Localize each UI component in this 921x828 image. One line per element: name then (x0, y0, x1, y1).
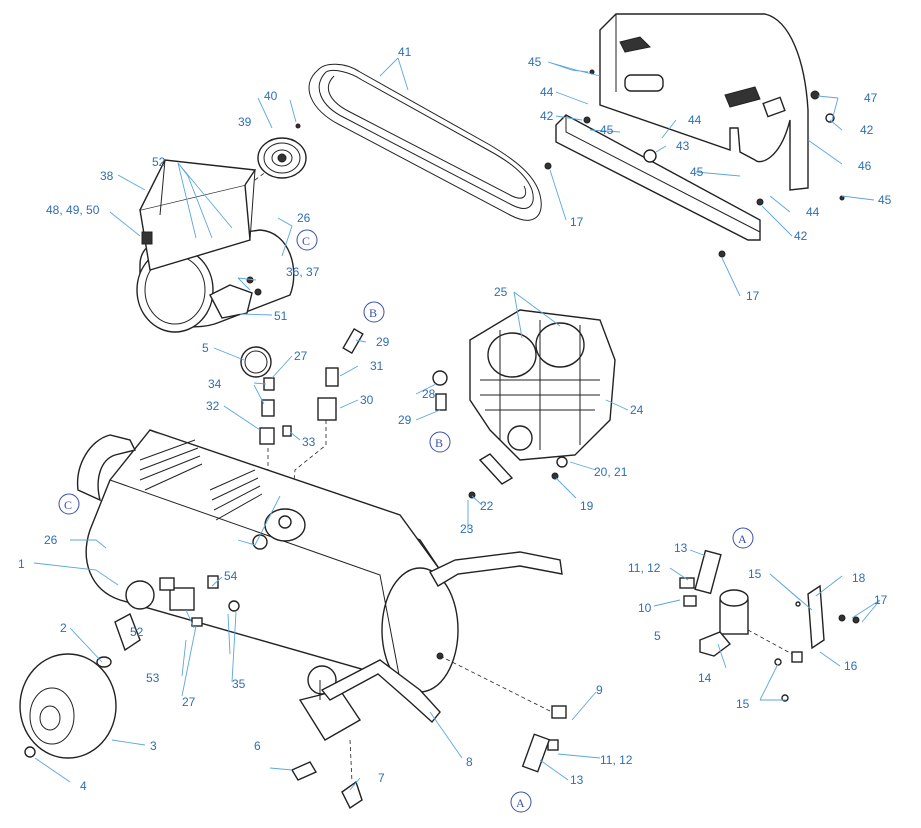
label-14: 14 (698, 671, 712, 685)
air-tank (76, 429, 459, 741)
belt-guard (599, 13, 809, 191)
connector-c-upper: C (296, 229, 318, 251)
label-29-lower: 29 (398, 413, 412, 427)
label-11-12-lower: 11, 12 (600, 753, 633, 767)
motor-pulley (257, 123, 307, 179)
label-44-left: 44 (540, 85, 554, 99)
label-42-right: 42 (860, 123, 874, 137)
label-52-lower: 52 (130, 625, 144, 639)
label-20-21: 20, 21 (594, 465, 628, 479)
label-8: 8 (466, 755, 473, 769)
label-25: 25 (494, 285, 508, 299)
label-51: 51 (274, 309, 288, 323)
wheel (19, 613, 141, 759)
label-41: 41 (398, 45, 412, 59)
label-33: 33 (302, 435, 316, 449)
label-44-center: 44 (688, 113, 702, 127)
label-43: 43 (676, 139, 690, 153)
label-1: 1 (18, 557, 25, 571)
label-39: 39 (238, 115, 252, 129)
svg-text:C: C (302, 234, 310, 248)
label-26-tank: 26 (44, 533, 58, 547)
label-19: 19 (580, 499, 594, 513)
label-36-37: 36, 37 (286, 265, 320, 279)
electric-motor (136, 159, 295, 333)
label-52-upper: 52 (152, 155, 166, 169)
label-10: 10 (638, 601, 652, 615)
svg-text:A: A (738, 532, 747, 546)
label-16: 16 (844, 659, 858, 673)
label-17-bracket-bottom: 17 (746, 289, 760, 303)
part-labels: 1 2 3 4 5 5 6 7 8 9 10 11, 12 11, 12 13 … (18, 45, 892, 793)
compressor-pump (432, 309, 616, 499)
label-13-upper: 13 (674, 541, 688, 555)
drain-parts (290, 739, 363, 810)
label-7: 7 (378, 771, 385, 785)
label-45-middle-left: 45 (600, 123, 614, 137)
label-53: 53 (146, 671, 160, 685)
label-4: 4 (80, 779, 87, 793)
drive-belt (308, 63, 542, 221)
label-48-49-50: 48, 49, 50 (46, 203, 100, 217)
connector-c-lower: C (58, 493, 80, 515)
regulator-assembly (679, 549, 860, 702)
outlet-fittings (439, 655, 567, 773)
tank-handle (320, 551, 563, 724)
label-15-upper: 15 (748, 567, 762, 581)
label-28: 28 (422, 387, 436, 401)
label-31: 31 (370, 359, 384, 373)
manifold-fittings (240, 328, 364, 521)
label-47: 47 (864, 91, 878, 105)
label-32: 32 (206, 399, 220, 413)
label-42-bottom: 42 (794, 229, 808, 243)
label-23: 23 (460, 522, 474, 536)
svg-text:B: B (369, 306, 377, 320)
leader-lines (33, 57, 881, 791)
guard-bracket (544, 69, 845, 258)
svg-text:B: B (435, 436, 443, 450)
label-45-center: 45 (690, 165, 704, 179)
label-27-upper: 27 (294, 349, 308, 363)
label-44-right: 44 (806, 205, 820, 219)
label-17-regulator: 17 (874, 593, 888, 607)
label-46: 46 (858, 159, 872, 173)
label-18: 18 (852, 571, 866, 585)
label-38: 38 (100, 169, 114, 183)
label-45-upper-left: 45 (528, 55, 542, 69)
svg-text:C: C (64, 498, 72, 512)
label-24: 24 (630, 403, 644, 417)
connector-a-upper: A (732, 527, 754, 549)
label-3: 3 (150, 739, 157, 753)
connector-b-lower: B (429, 431, 451, 453)
svg-text:A: A (516, 796, 525, 810)
label-54: 54 (224, 569, 238, 583)
label-5-upper: 5 (202, 341, 209, 355)
tank-vents (139, 439, 263, 521)
connector-b-upper: B (363, 301, 385, 323)
label-40: 40 (264, 89, 278, 103)
label-30: 30 (360, 393, 374, 407)
label-42-left: 42 (540, 109, 554, 123)
label-22: 22 (480, 499, 494, 513)
label-29-upper: 29 (376, 335, 390, 349)
label-11-12-upper: 11, 12 (628, 561, 661, 575)
label-13-lower: 13 (570, 773, 584, 787)
label-27-lower: 27 (182, 695, 196, 709)
label-34: 34 (208, 377, 222, 391)
label-26-motor: 26 (297, 211, 311, 225)
label-35: 35 (232, 677, 246, 691)
label-2: 2 (60, 621, 67, 635)
label-6: 6 (254, 739, 261, 753)
label-9: 9 (596, 683, 603, 697)
label-45-right: 45 (878, 193, 892, 207)
connector-a-lower: A (510, 791, 532, 813)
label-5-lower: 5 (654, 629, 661, 643)
label-17-bracket-left: 17 (570, 215, 584, 229)
connector-markers: A A B B C C (58, 229, 754, 813)
label-15-lower: 15 (736, 697, 750, 711)
